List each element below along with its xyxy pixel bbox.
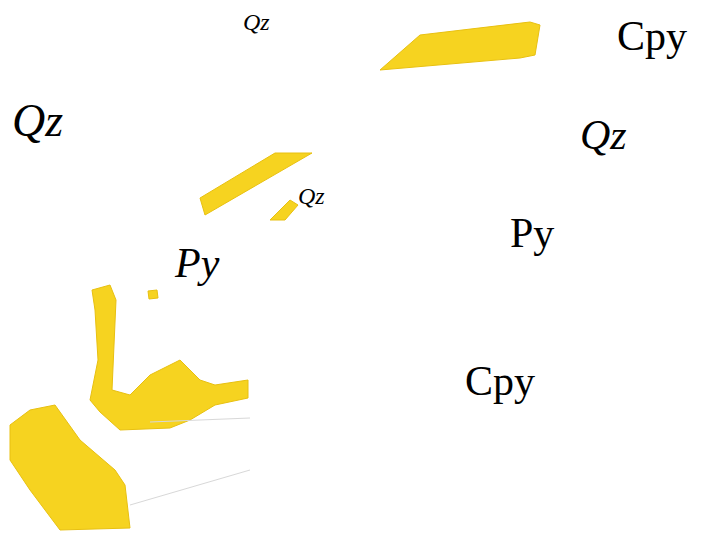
mineral-label: Py [175,242,219,284]
mineral-label: Py [510,212,554,254]
mineral-label: Cpy [465,360,535,402]
mineral-grain [10,405,130,530]
mineral-grain [90,285,248,430]
grain-boundary [150,418,250,422]
mineral-grain [148,290,158,299]
mineral-label: Qz [580,114,627,156]
mineral-grain [380,22,540,70]
mineral-label: Cpy [617,15,687,57]
mineral-grain [270,200,298,220]
grain-boundary [130,470,250,505]
mineral-label: Qz [12,98,63,144]
mineral-label: Qz [243,10,270,34]
mineral-label: Qz [298,184,325,208]
